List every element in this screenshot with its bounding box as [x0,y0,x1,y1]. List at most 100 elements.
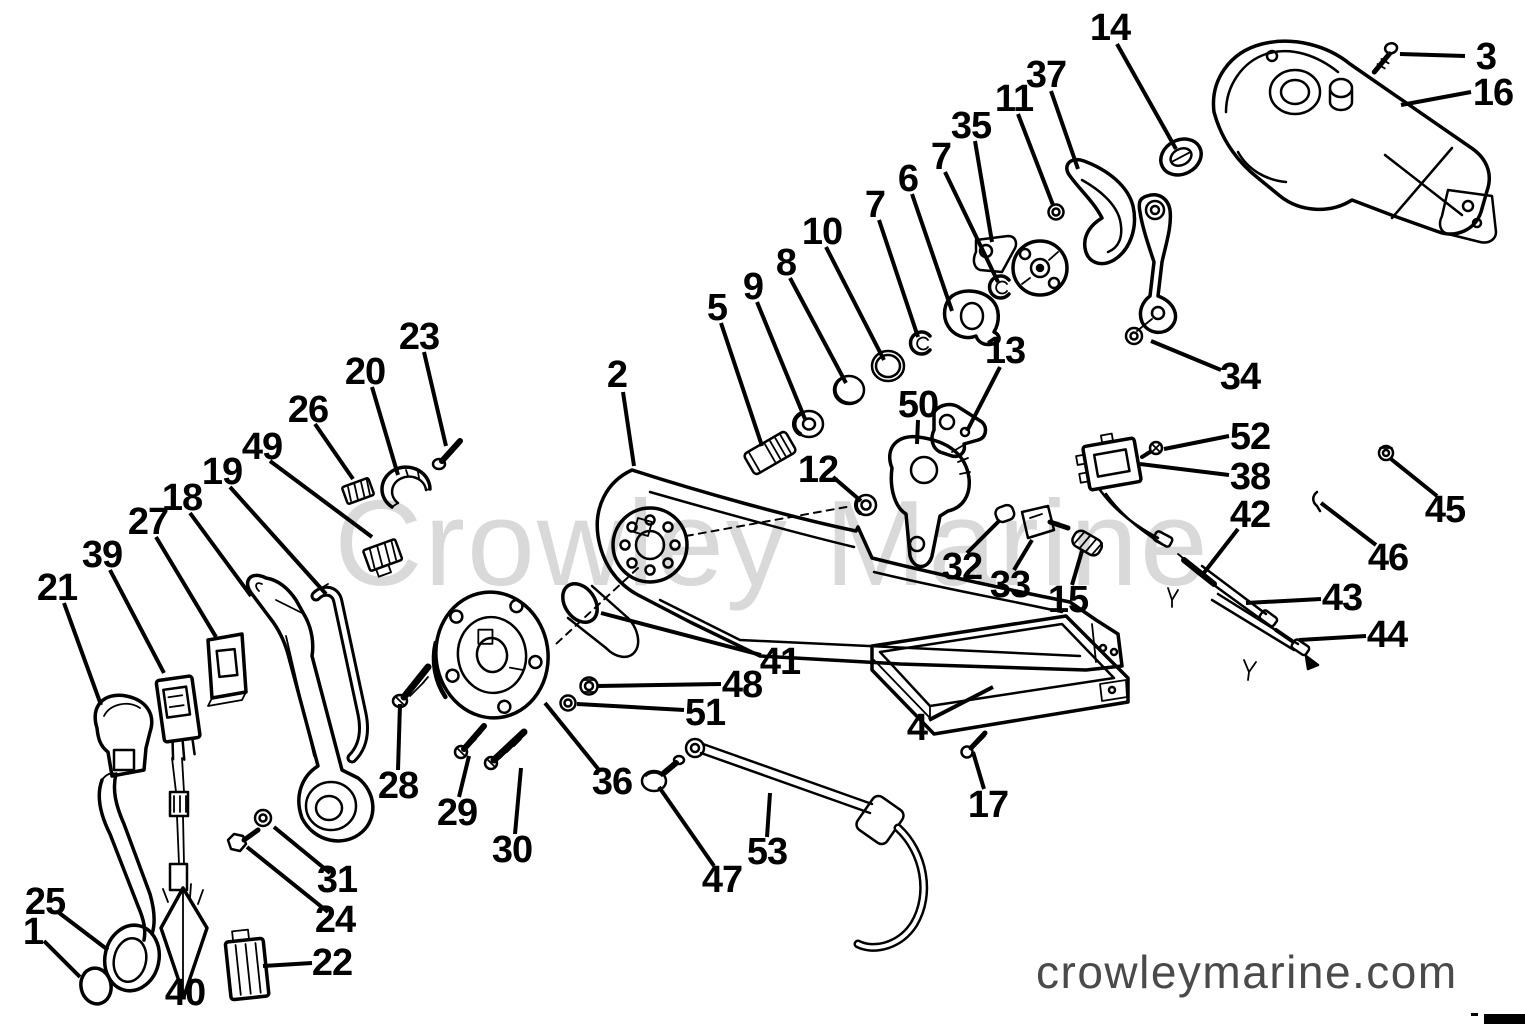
callout-leader-23 [422,351,448,447]
part-connector-22 [223,928,271,1002]
callout-leader-6 [910,193,954,312]
part-interlock-cable [684,737,929,952]
callout-number-13: 13 [985,330,1025,372]
callout-leader-43 [1245,597,1322,605]
part-nut-48 [579,676,599,696]
callout-number-28: 28 [378,765,418,807]
callout-number-8: 8 [776,242,796,284]
callout-number-47: 47 [702,859,742,901]
callout-leader-29 [457,755,471,798]
callout-number-40: 40 [165,972,205,1014]
part-bracket-13 [930,402,988,459]
callout-number-6: 6 [898,158,918,200]
part-drive-disc [431,590,550,720]
callout-leader-26 [313,422,355,481]
callout-number-20: 20 [345,351,385,393]
callout-leader-17 [971,751,986,790]
part-washer-51 [559,694,577,712]
callout-number-14: 14 [1090,7,1131,49]
callout-leader-31 [272,825,332,875]
part-spring-15 [1071,529,1104,557]
callout-number-51: 51 [685,692,726,734]
callout-leader-1 [42,939,82,979]
callout-leader-20 [370,386,400,476]
part-shift-tray [870,614,1130,736]
site-watermark-text: crowleymarine.com [1036,946,1458,998]
callout-leader-11 [1016,113,1055,206]
callout-number-45: 45 [1425,489,1466,531]
callout-number-37: 37 [1026,54,1066,96]
callout-number-42: 42 [1230,494,1270,536]
callout-leader-33 [1012,538,1034,572]
callout-number-44: 44 [1367,614,1408,656]
callout-number-3: 3 [1476,36,1496,78]
callout-leader-12 [831,475,863,503]
part-control-lever [245,573,375,843]
part-washer-31 [253,808,273,828]
part-knob-screw-47 [640,754,686,793]
callout-leader-48 [597,682,722,688]
part-knob-21 [93,693,154,778]
callout-leader-53 [765,792,772,838]
part-housing-cover [1211,39,1498,244]
part-cap-1 [79,966,113,1006]
callout-leader-47 [657,785,716,868]
callout-number-32: 32 [942,546,982,588]
part-toggle-switch-39 [154,674,202,761]
part-screw-3 [1371,41,1399,75]
callout-leader-25 [56,910,110,952]
callout-number-35: 35 [951,105,992,147]
part-pin-46 [1312,490,1322,513]
callout-number-36: 36 [592,761,632,803]
callout-number-53: 53 [747,831,787,873]
callout-number-50: 50 [898,384,938,426]
callout-number-52: 52 [1230,416,1270,458]
watermark-text: Crowley Marine [334,475,1209,611]
callout-leader-4 [928,685,994,722]
callout-number-24: 24 [315,899,356,941]
callout-leader-52 [1163,434,1230,451]
callout-leader-37 [1049,90,1080,170]
callout-number-7: 7 [865,184,885,226]
part-screw-23 [431,438,463,471]
callout-layer: 1252139271819492620234024312228293036475… [23,7,1514,1014]
callout-leader-9 [755,301,807,420]
callout-number-4: 4 [907,707,928,749]
callout-number-30: 30 [492,829,532,871]
callout-number-10: 10 [802,211,842,253]
callout-leader-34 [1150,339,1222,372]
part-screw-30 [483,728,528,771]
callout-number-46: 46 [1368,537,1408,579]
part-link-arm [1136,193,1178,335]
callout-number-12: 12 [798,449,838,491]
callout-number-38: 38 [1230,456,1270,498]
part-screw-17 [960,730,988,759]
callout-leader-36 [543,701,601,772]
callout-leader-10 [824,246,886,361]
callout-leader-3 [1399,52,1466,58]
callout-leader-18 [188,511,253,598]
callout-leader-44 [1298,634,1367,642]
callout-leader-49 [268,459,374,539]
callout-leader-13 [965,366,1002,432]
callout-leader-24 [245,845,330,914]
part-switch-33 [1020,504,1071,540]
callout-number-29: 29 [437,792,477,834]
callout-leader-8 [788,277,848,384]
callout-leader-15 [1070,550,1084,586]
callout-leader-46 [1319,501,1378,547]
part-bushing-tube [561,582,640,659]
callout-leader-2 [621,391,636,467]
callout-number-18: 18 [162,477,202,519]
callout-number-23: 23 [399,316,439,358]
callout-number-41: 41 [760,641,801,683]
part-pad-26 [341,477,375,505]
callout-number-7: 7 [931,136,951,178]
callout-leader-39 [108,569,166,674]
part-screw-28 [391,663,432,709]
callout-number-27: 27 [128,501,168,543]
callout-number-2: 2 [607,354,627,396]
callout-number-31: 31 [317,859,358,901]
callout-number-22: 22 [312,942,352,984]
